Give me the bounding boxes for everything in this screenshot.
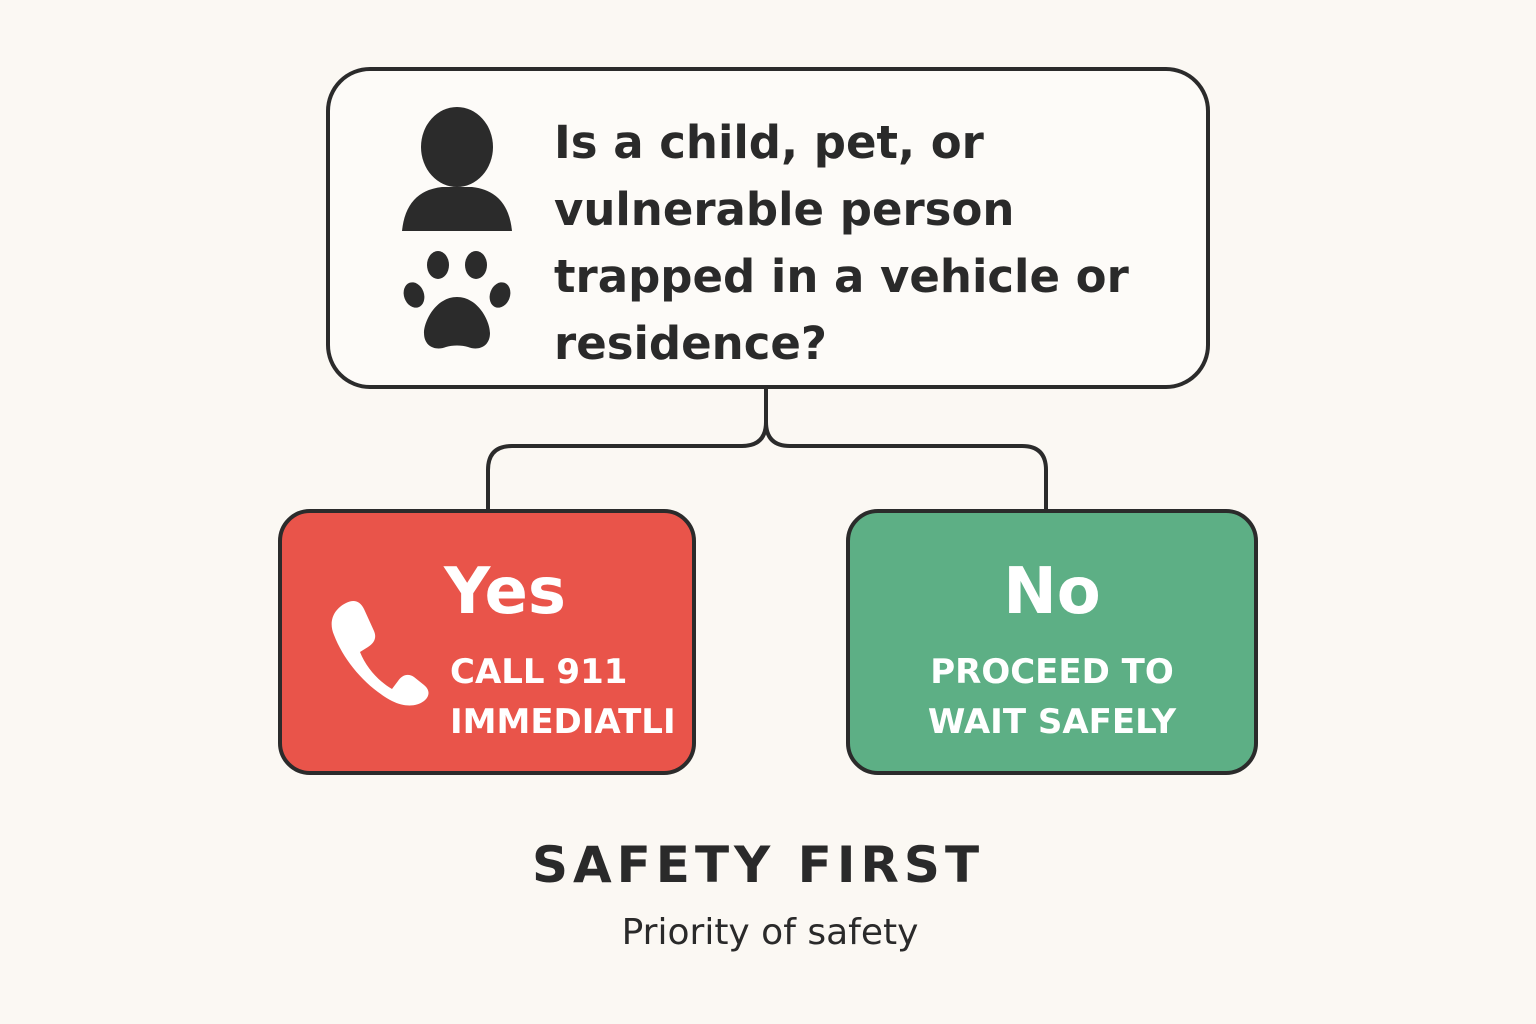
person-icon <box>402 107 512 231</box>
no-title: No <box>1003 555 1101 629</box>
question-text: Is a child, pet, or vulnerable person tr… <box>554 116 1129 370</box>
yes-action-line-1: CALL 911 <box>450 652 628 692</box>
footer-subtitle: Priority of safety <box>621 912 919 953</box>
footer-title: SAFETY FIRST <box>531 836 985 894</box>
no-answer-box: No PROCEED TO WAIT SAFELY <box>846 509 1258 775</box>
yes-answer-box: Yes CALL 911 IMMEDIATLI <box>278 509 696 775</box>
phone-icon <box>331 601 429 706</box>
paw-icon <box>403 251 511 349</box>
no-action-line-1: PROCEED TO <box>930 652 1174 692</box>
no-action-line-2: WAIT SAFELY <box>927 702 1177 742</box>
question-box: Is a child, pet, or vulnerable person tr… <box>326 67 1210 389</box>
yes-action-line-2: IMMEDIATLI <box>450 702 676 742</box>
yes-title: Yes <box>444 555 566 629</box>
